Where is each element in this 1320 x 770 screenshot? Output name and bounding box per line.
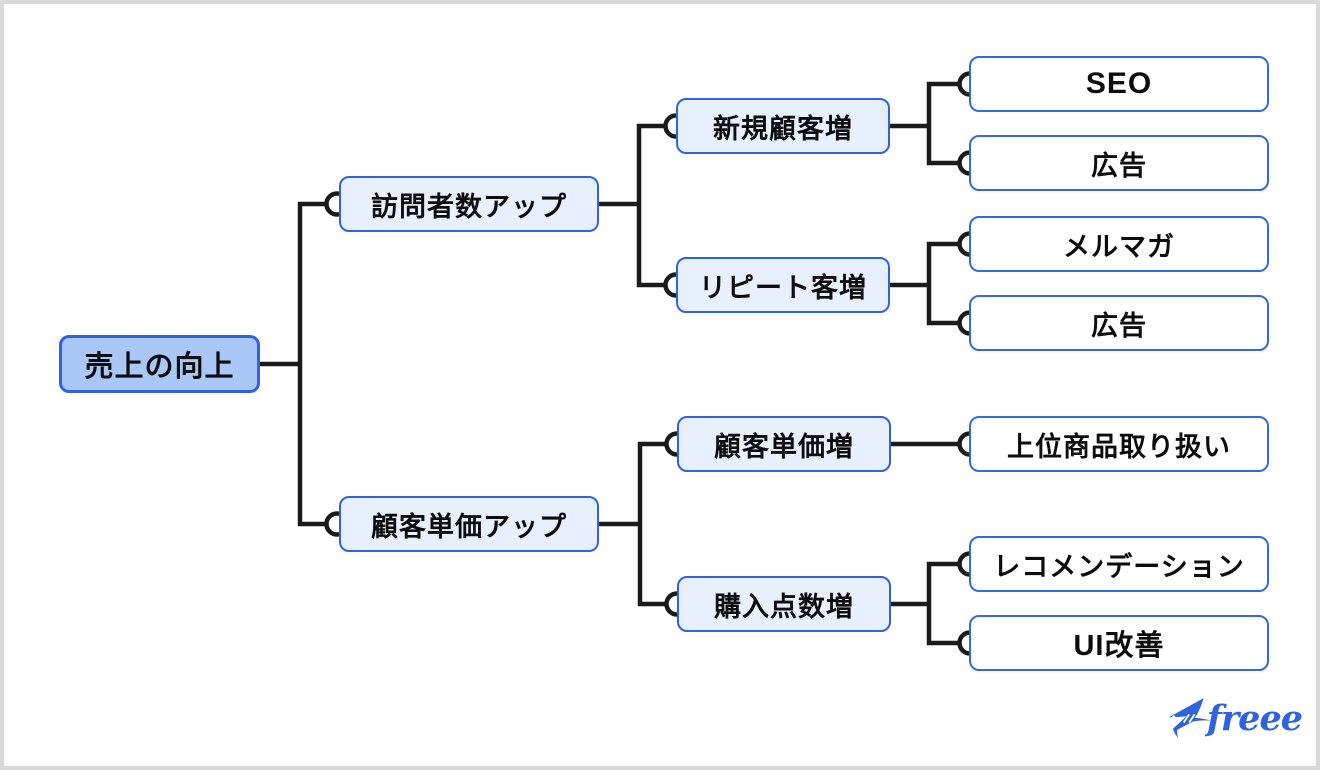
edge-items-children xyxy=(926,561,961,646)
node-seo: SEO xyxy=(969,56,1269,112)
edge-newcust-children xyxy=(926,81,961,166)
node-connector-dots xyxy=(324,71,983,656)
edge-repeat-children xyxy=(926,241,961,326)
node-ads-repeat: 広告 xyxy=(969,295,1269,351)
node-customer-unit-price-increase: 顧客単価増 xyxy=(677,416,891,472)
swallow-bird-icon xyxy=(1169,698,1211,738)
node-repeat-customers: リピート客増 xyxy=(676,257,890,313)
freee-logo: freee xyxy=(1162,688,1303,748)
node-ui-improvement: UI改善 xyxy=(969,615,1269,671)
edge-unitprice-children xyxy=(637,441,668,607)
node-mail-magazine: メルマガ xyxy=(969,216,1269,272)
tree-edges xyxy=(260,81,961,646)
node-sales-growth: 売上の向上 xyxy=(59,335,260,393)
node-recommendation: レコメンデーション xyxy=(969,536,1269,592)
edge-visitors-children xyxy=(636,123,667,288)
freee-logo-text: freee xyxy=(1206,697,1303,739)
node-unit-price-up: 顧客単価アップ xyxy=(339,496,599,552)
edge-trunk-level2 xyxy=(297,201,328,527)
node-visitors-up: 訪問者数アップ xyxy=(339,176,599,232)
node-items-per-purchase: 購入点数増 xyxy=(677,576,891,632)
node-ads-new: 広告 xyxy=(969,135,1269,191)
node-premium-products: 上位商品取り扱い xyxy=(969,416,1269,472)
node-new-customers: 新規顧客増 xyxy=(676,98,890,154)
